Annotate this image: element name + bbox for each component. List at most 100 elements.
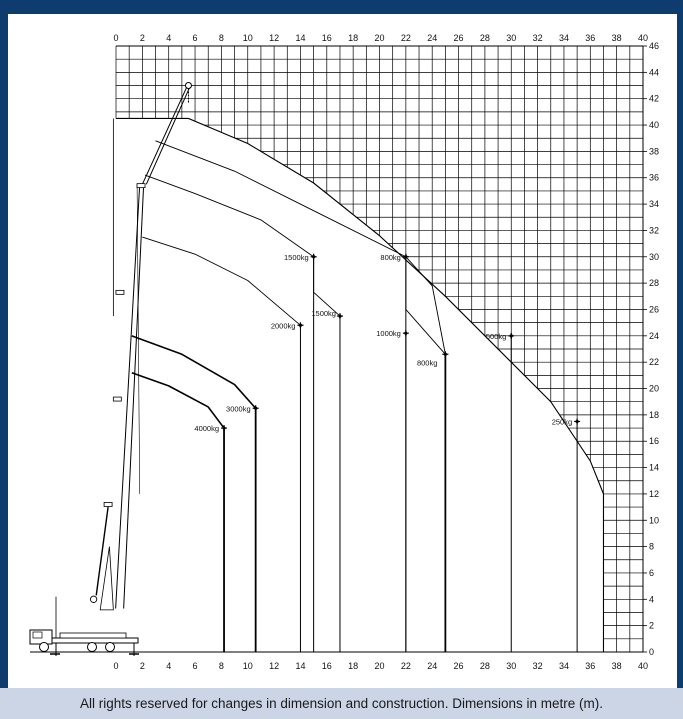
x-tick-label-top: 40 <box>638 33 648 43</box>
x-tick-label-top: 20 <box>374 33 384 43</box>
y-tick-label: 44 <box>649 67 659 77</box>
y-tick-label: 10 <box>649 515 659 525</box>
x-tick-label-bottom: 28 <box>480 661 490 671</box>
load-radius-curve <box>155 140 446 355</box>
load-point-label: 1000kg <box>376 329 401 338</box>
y-tick-label: 16 <box>649 436 659 446</box>
x-tick-label-bottom: 22 <box>401 661 411 671</box>
left-frame-band <box>0 0 8 688</box>
load-radius-curve <box>131 371 225 429</box>
y-tick-label: 38 <box>649 146 659 156</box>
y-tick-label: 8 <box>649 542 654 552</box>
y-tick-label: 20 <box>649 384 659 394</box>
boom-joint <box>103 502 113 507</box>
x-tick-label-top: 16 <box>322 33 332 43</box>
y-tick-label: 28 <box>649 278 659 288</box>
x-tick-label-bottom: 40 <box>638 661 648 671</box>
x-tick-label-bottom: 14 <box>295 661 305 671</box>
x-tick-label-top: 6 <box>193 33 198 43</box>
x-tick-label-bottom: 12 <box>269 661 279 671</box>
x-tick-label-bottom: 36 <box>585 661 595 671</box>
x-tick-label-bottom: 16 <box>322 661 332 671</box>
x-tick-label-bottom: 8 <box>219 661 224 671</box>
y-tick-label: 26 <box>649 304 659 314</box>
axis-ticks: 0022446688101012121414161618182020222224… <box>113 33 659 671</box>
footer-disclaimer: All rights reserved for changes in dimen… <box>0 688 683 719</box>
y-tick-label: 4 <box>649 594 654 604</box>
load-radius-curve <box>142 236 301 326</box>
x-tick-label-top: 12 <box>269 33 279 43</box>
load-curves <box>116 117 605 652</box>
x-tick-label-top: 36 <box>585 33 595 43</box>
truck-wheel <box>87 642 97 652</box>
x-tick-label-top: 4 <box>166 33 171 43</box>
top-frame-band <box>0 0 683 14</box>
x-tick-label-top: 30 <box>506 33 516 43</box>
boom-edge <box>123 184 145 609</box>
boom-joint <box>112 396 122 402</box>
x-tick-label-bottom: 2 <box>140 661 145 671</box>
load-point-dot <box>338 314 342 318</box>
load-point-label: 250kg <box>552 417 572 426</box>
y-tick-label: 30 <box>649 252 659 262</box>
y-tick-label: 6 <box>649 568 654 578</box>
x-tick-label-top: 2 <box>140 33 145 43</box>
y-tick-label: 2 <box>649 621 654 631</box>
x-tick-label-bottom: 4 <box>166 661 171 671</box>
y-tick-label: 18 <box>649 410 659 420</box>
y-tick-label: 12 <box>649 489 659 499</box>
truck-body <box>59 632 127 639</box>
y-tick-label: 34 <box>649 199 659 209</box>
load-radius-curve <box>131 335 257 409</box>
y-tick-label: 0 <box>649 647 654 657</box>
boom-joint <box>115 289 125 295</box>
load-point-dot <box>404 331 408 335</box>
load-points: 4000kg3000kg2000kg1500kg1500kg800kg1000k… <box>194 253 581 433</box>
x-tick-label-top: 18 <box>348 33 358 43</box>
x-tick-label-bottom: 10 <box>243 661 253 671</box>
load-point-label: 800kg <box>417 358 437 367</box>
y-tick-label: 36 <box>649 173 659 183</box>
y-tick-label: 24 <box>649 331 659 341</box>
lift-cylinder <box>95 506 109 596</box>
x-tick-label-top: 34 <box>559 33 569 43</box>
truck-crane-drawing <box>29 82 192 656</box>
truck-wheel <box>105 642 115 652</box>
load-point-dot <box>509 334 513 338</box>
x-tick-label-bottom: 18 <box>348 661 358 671</box>
load-point-dot <box>298 323 303 327</box>
x-tick-label-bottom: 26 <box>454 661 464 671</box>
x-tick-label-top: 10 <box>243 33 253 43</box>
x-tick-label-top: 24 <box>427 33 437 43</box>
y-tick-label: 32 <box>649 225 659 235</box>
cab-window <box>32 631 43 639</box>
cylinder-pivot <box>89 595 98 603</box>
y-tick-label: 14 <box>649 463 659 473</box>
y-tick-label: 40 <box>649 120 659 130</box>
boom-tip <box>184 82 192 90</box>
load-point-label: 4000kg <box>194 424 219 433</box>
load-transition-line <box>405 256 446 355</box>
x-tick-label-bottom: 30 <box>506 661 516 671</box>
x-tick-label-bottom: 24 <box>427 661 437 671</box>
x-tick-label-bottom: 38 <box>612 661 622 671</box>
load-point-dot <box>443 352 447 356</box>
load-point-label: 1500kg <box>311 309 336 318</box>
y-tick-label: 46 <box>649 41 659 51</box>
jib-edge <box>141 85 188 185</box>
turret <box>99 546 114 611</box>
working-range-diagram: 0022446688101012121414161618182020222224… <box>29 33 659 671</box>
load-point-dot <box>575 419 579 424</box>
grid <box>30 45 644 653</box>
x-tick-label-top: 14 <box>295 33 305 43</box>
y-tick-label: 22 <box>649 357 659 367</box>
boom-inner <box>136 184 141 494</box>
x-tick-label-top: 26 <box>454 33 464 43</box>
x-tick-label-bottom: 6 <box>193 661 198 671</box>
load-transition-line <box>313 256 341 317</box>
boom-edge <box>115 184 141 609</box>
x-tick-label-top: 38 <box>612 33 622 43</box>
load-point-dot <box>404 255 408 259</box>
truck-wheel <box>39 642 49 652</box>
